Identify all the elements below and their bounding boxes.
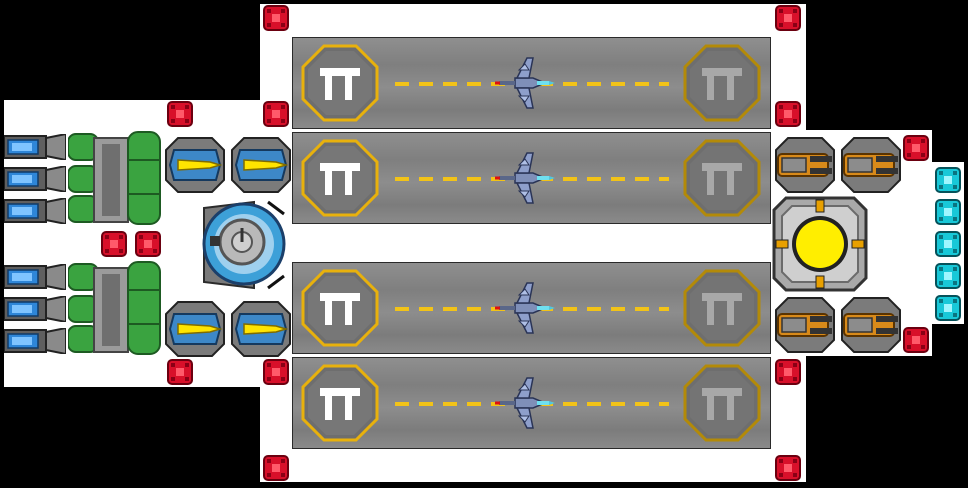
landing-pad-icon[interactable] bbox=[301, 139, 379, 217]
ion-thruster[interactable] bbox=[3, 326, 67, 356]
connector-node-icon[interactable] bbox=[774, 4, 802, 32]
docking-port-icon[interactable] bbox=[934, 262, 962, 290]
hangar-bay[interactable] bbox=[292, 132, 771, 224]
landing-pad-icon[interactable] bbox=[683, 139, 761, 217]
connector-node-icon[interactable] bbox=[774, 454, 802, 482]
fuel-tank-lower[interactable] bbox=[67, 260, 162, 356]
docking-port-icon[interactable] bbox=[934, 294, 962, 322]
connector-node-icon[interactable] bbox=[166, 358, 194, 386]
hangar-bay[interactable] bbox=[292, 37, 771, 129]
docking-port-icon[interactable] bbox=[934, 230, 962, 258]
fuel-tank-upper[interactable] bbox=[67, 130, 162, 226]
autocannon-turret[interactable] bbox=[840, 136, 902, 194]
autocannon-turret[interactable] bbox=[774, 296, 836, 354]
ion-thruster[interactable] bbox=[3, 196, 67, 226]
ion-thruster[interactable] bbox=[3, 262, 67, 292]
landing-pad-icon[interactable] bbox=[301, 364, 379, 442]
docking-port-icon[interactable] bbox=[934, 198, 962, 226]
laser-turret[interactable] bbox=[230, 136, 292, 194]
connector-node-icon[interactable] bbox=[166, 100, 194, 128]
hangar-bay[interactable] bbox=[292, 262, 771, 354]
connector-node-icon[interactable] bbox=[902, 134, 930, 162]
landing-pad-icon[interactable] bbox=[683, 364, 761, 442]
landing-pad-icon[interactable] bbox=[683, 269, 761, 347]
laser-turret[interactable] bbox=[164, 300, 226, 358]
ion-thruster[interactable] bbox=[3, 132, 67, 162]
ion-thruster[interactable] bbox=[3, 164, 67, 194]
autocannon-turret[interactable] bbox=[840, 296, 902, 354]
connector-node-icon[interactable] bbox=[100, 230, 128, 258]
laser-turret[interactable] bbox=[164, 136, 226, 194]
reactor-core[interactable] bbox=[772, 196, 868, 292]
shield-generator[interactable] bbox=[194, 198, 290, 292]
interceptor-fighter-icon[interactable] bbox=[493, 370, 559, 436]
hangar-bay[interactable] bbox=[292, 357, 771, 449]
connector-node-icon[interactable] bbox=[774, 100, 802, 128]
connector-node-icon[interactable] bbox=[262, 100, 290, 128]
connector-node-icon[interactable] bbox=[262, 4, 290, 32]
connector-node-icon[interactable] bbox=[774, 358, 802, 386]
ion-thruster[interactable] bbox=[3, 294, 67, 324]
docking-port-icon[interactable] bbox=[934, 166, 962, 194]
interceptor-fighter-icon[interactable] bbox=[493, 50, 559, 116]
interceptor-fighter-icon[interactable] bbox=[493, 275, 559, 341]
connector-node-icon[interactable] bbox=[902, 326, 930, 354]
connector-node-icon[interactable] bbox=[262, 358, 290, 386]
landing-pad-icon[interactable] bbox=[301, 269, 379, 347]
landing-pad-icon[interactable] bbox=[301, 44, 379, 122]
connector-node-icon[interactable] bbox=[262, 454, 290, 482]
landing-pad-icon[interactable] bbox=[683, 44, 761, 122]
laser-turret[interactable] bbox=[230, 300, 292, 358]
connector-node-icon[interactable] bbox=[134, 230, 162, 258]
interceptor-fighter-icon[interactable] bbox=[493, 145, 559, 211]
autocannon-turret[interactable] bbox=[774, 136, 836, 194]
